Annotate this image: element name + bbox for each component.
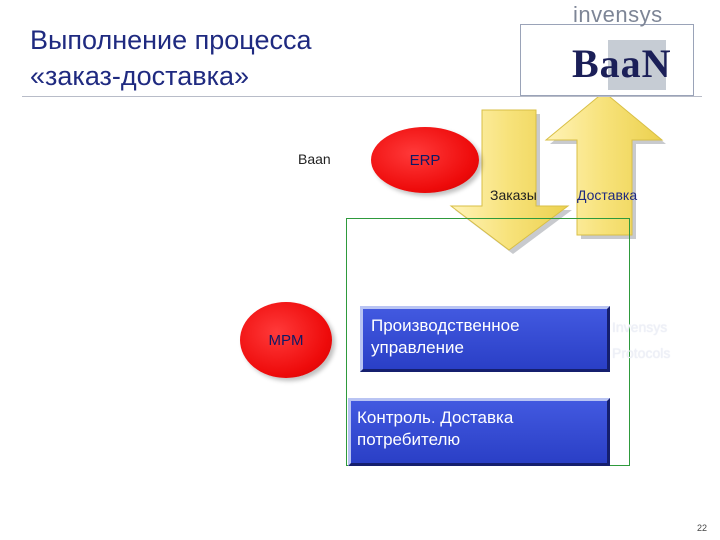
production-line-2: управление xyxy=(371,338,464,357)
title-line-2: «заказ-доставка» xyxy=(30,61,250,91)
orders-label: Заказы xyxy=(490,187,537,203)
control-line-1: Контроль. Доставка xyxy=(357,408,514,427)
baan-label: Baan xyxy=(298,151,331,167)
delivery-label: Доставка xyxy=(577,187,638,203)
control-line-2: потребителю xyxy=(357,430,461,449)
erp-node: ERP xyxy=(371,127,479,193)
page-title: Выполнение процесса «заказ-доставка» xyxy=(30,22,450,94)
delivery-control-box: Контроль. Доставка потребителю xyxy=(348,398,610,466)
faint-line-1: Invensys xyxy=(612,319,668,335)
erp-label: ERP xyxy=(409,151,441,169)
title-line-1: Выполнение процесса xyxy=(30,25,312,55)
faint-watermark-text: Invensys Protocols xyxy=(612,314,670,366)
orders-down-arrow xyxy=(449,109,572,254)
mpm-label: MPM xyxy=(268,331,304,349)
invensys-logo: invensys xyxy=(573,2,663,27)
faint-line-2: Protocols xyxy=(612,345,671,361)
mpm-node: MPM xyxy=(240,302,332,378)
production-line-1: Производственное xyxy=(371,316,520,335)
page-number: 22 xyxy=(697,523,708,533)
production-management-box: Производственное управление xyxy=(360,306,610,372)
delivery-up-arrow xyxy=(544,91,666,239)
logo-grey-block xyxy=(608,40,666,90)
title-divider xyxy=(22,96,702,97)
baan-logo: BaaN xyxy=(572,41,672,86)
